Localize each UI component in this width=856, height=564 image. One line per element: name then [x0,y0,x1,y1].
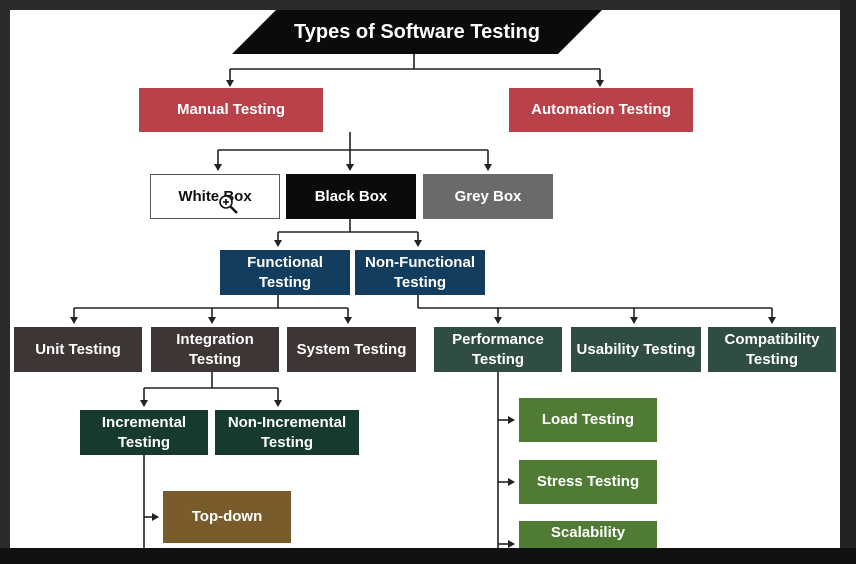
diagram-canvas: Types of Software Testing Manual Testing… [10,10,840,548]
node-white-box: White Box [150,174,280,219]
node-system-testing: System Testing [287,327,416,372]
node-load-testing: Load Testing [519,398,657,442]
title-banner-shape [232,10,602,54]
window-right-edge [840,0,856,564]
node-top-down: Top-down [163,491,291,543]
diagram-title: Types of Software Testing [294,20,540,43]
node-scalability-testing: Scalability [519,521,657,548]
window-bottom-edge [0,548,856,564]
connector-lines [70,54,776,548]
node-grey-box: Grey Box [423,174,553,219]
node-manual-testing: Manual Testing [139,88,323,132]
node-black-box: Black Box [286,174,416,219]
node-automation-testing: Automation Testing [509,88,693,132]
node-stress-testing: Stress Testing [519,460,657,504]
zoom-in-cursor-icon [219,195,238,214]
node-unit-testing: Unit Testing [14,327,142,372]
node-usability-testing: Usability Testing [571,327,701,372]
